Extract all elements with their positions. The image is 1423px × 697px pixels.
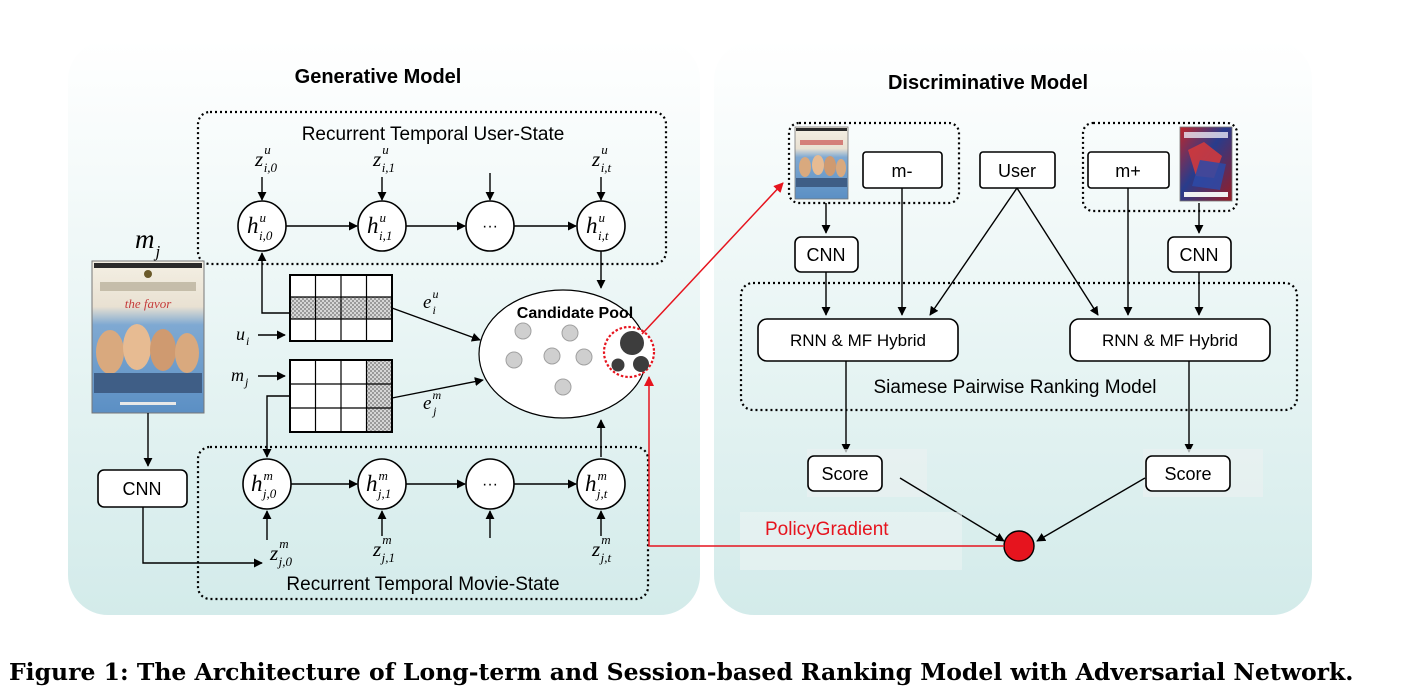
m-j-input-label: mj [231,365,249,389]
positive-movie-poster-image [1179,126,1233,202]
selected-candidate [633,356,649,372]
ellipsis-user: ··· [482,218,498,235]
score-left-box [807,455,883,492]
candidate-pool-label: Candidate Pool [517,305,633,322]
selected-candidate [611,358,625,372]
siamese-label: Siamese Pairwise Ranking Model [873,377,1156,398]
negative-item-box [787,121,961,205]
svg-text:the favor: the favor [125,296,173,311]
user-embedding-matrix [289,274,393,342]
selected-candidate [620,331,644,355]
user-label: User [998,161,1036,181]
rnn-mf-left-box [757,318,959,362]
generative-title: Generative Model [295,66,462,88]
score-right-box [1145,455,1231,492]
u-i-label: ui [236,324,249,348]
h-u-i0-node [237,200,287,252]
user-state-box [196,110,668,266]
negative-movie-poster-image [794,126,849,200]
loss-node [1003,530,1035,562]
movie-state-label: Recurrent Temporal Movie-State [286,574,559,595]
h-u-i1-node [357,200,407,252]
movie-embedding-matrix [289,359,393,433]
score-left-label: Score [821,464,868,484]
movie-poster-image: the favor [91,260,205,414]
policy-gradient-path [644,376,1004,547]
ellipsis-movie: ··· [482,476,498,493]
h-u-it-node [576,200,626,252]
m-minus-label: m- [892,161,913,181]
sample-to-discriminator-arrow [641,182,784,335]
rnn-mf-left-label: RNN & MF Hybrid [790,331,926,350]
m-j-label: mj [135,224,161,261]
siamese-box [739,281,1299,412]
figure-caption: Figure 1: The Architecture of Long-term … [9,658,1353,686]
disc-cnn-left-label: CNN [807,245,846,265]
movie-state-box [196,445,650,601]
positive-item-box [1081,121,1239,213]
m-plus-label: m+ [1115,161,1141,181]
gen-cnn-label: CNN [123,479,162,499]
user-state-label: Recurrent Temporal User-State [302,124,565,145]
disc-cnn-right-label: CNN [1180,245,1219,265]
rnn-mf-right-label: RNN & MF Hybrid [1102,331,1238,350]
candidate-items [505,322,593,396]
h-m-jt-node [576,458,626,510]
score-right-label: Score [1164,464,1211,484]
rnn-mf-right-box [1069,318,1271,362]
discriminative-title: Discriminative Model [888,72,1088,94]
policy-gradient-label: PolicyGradient [765,519,889,540]
